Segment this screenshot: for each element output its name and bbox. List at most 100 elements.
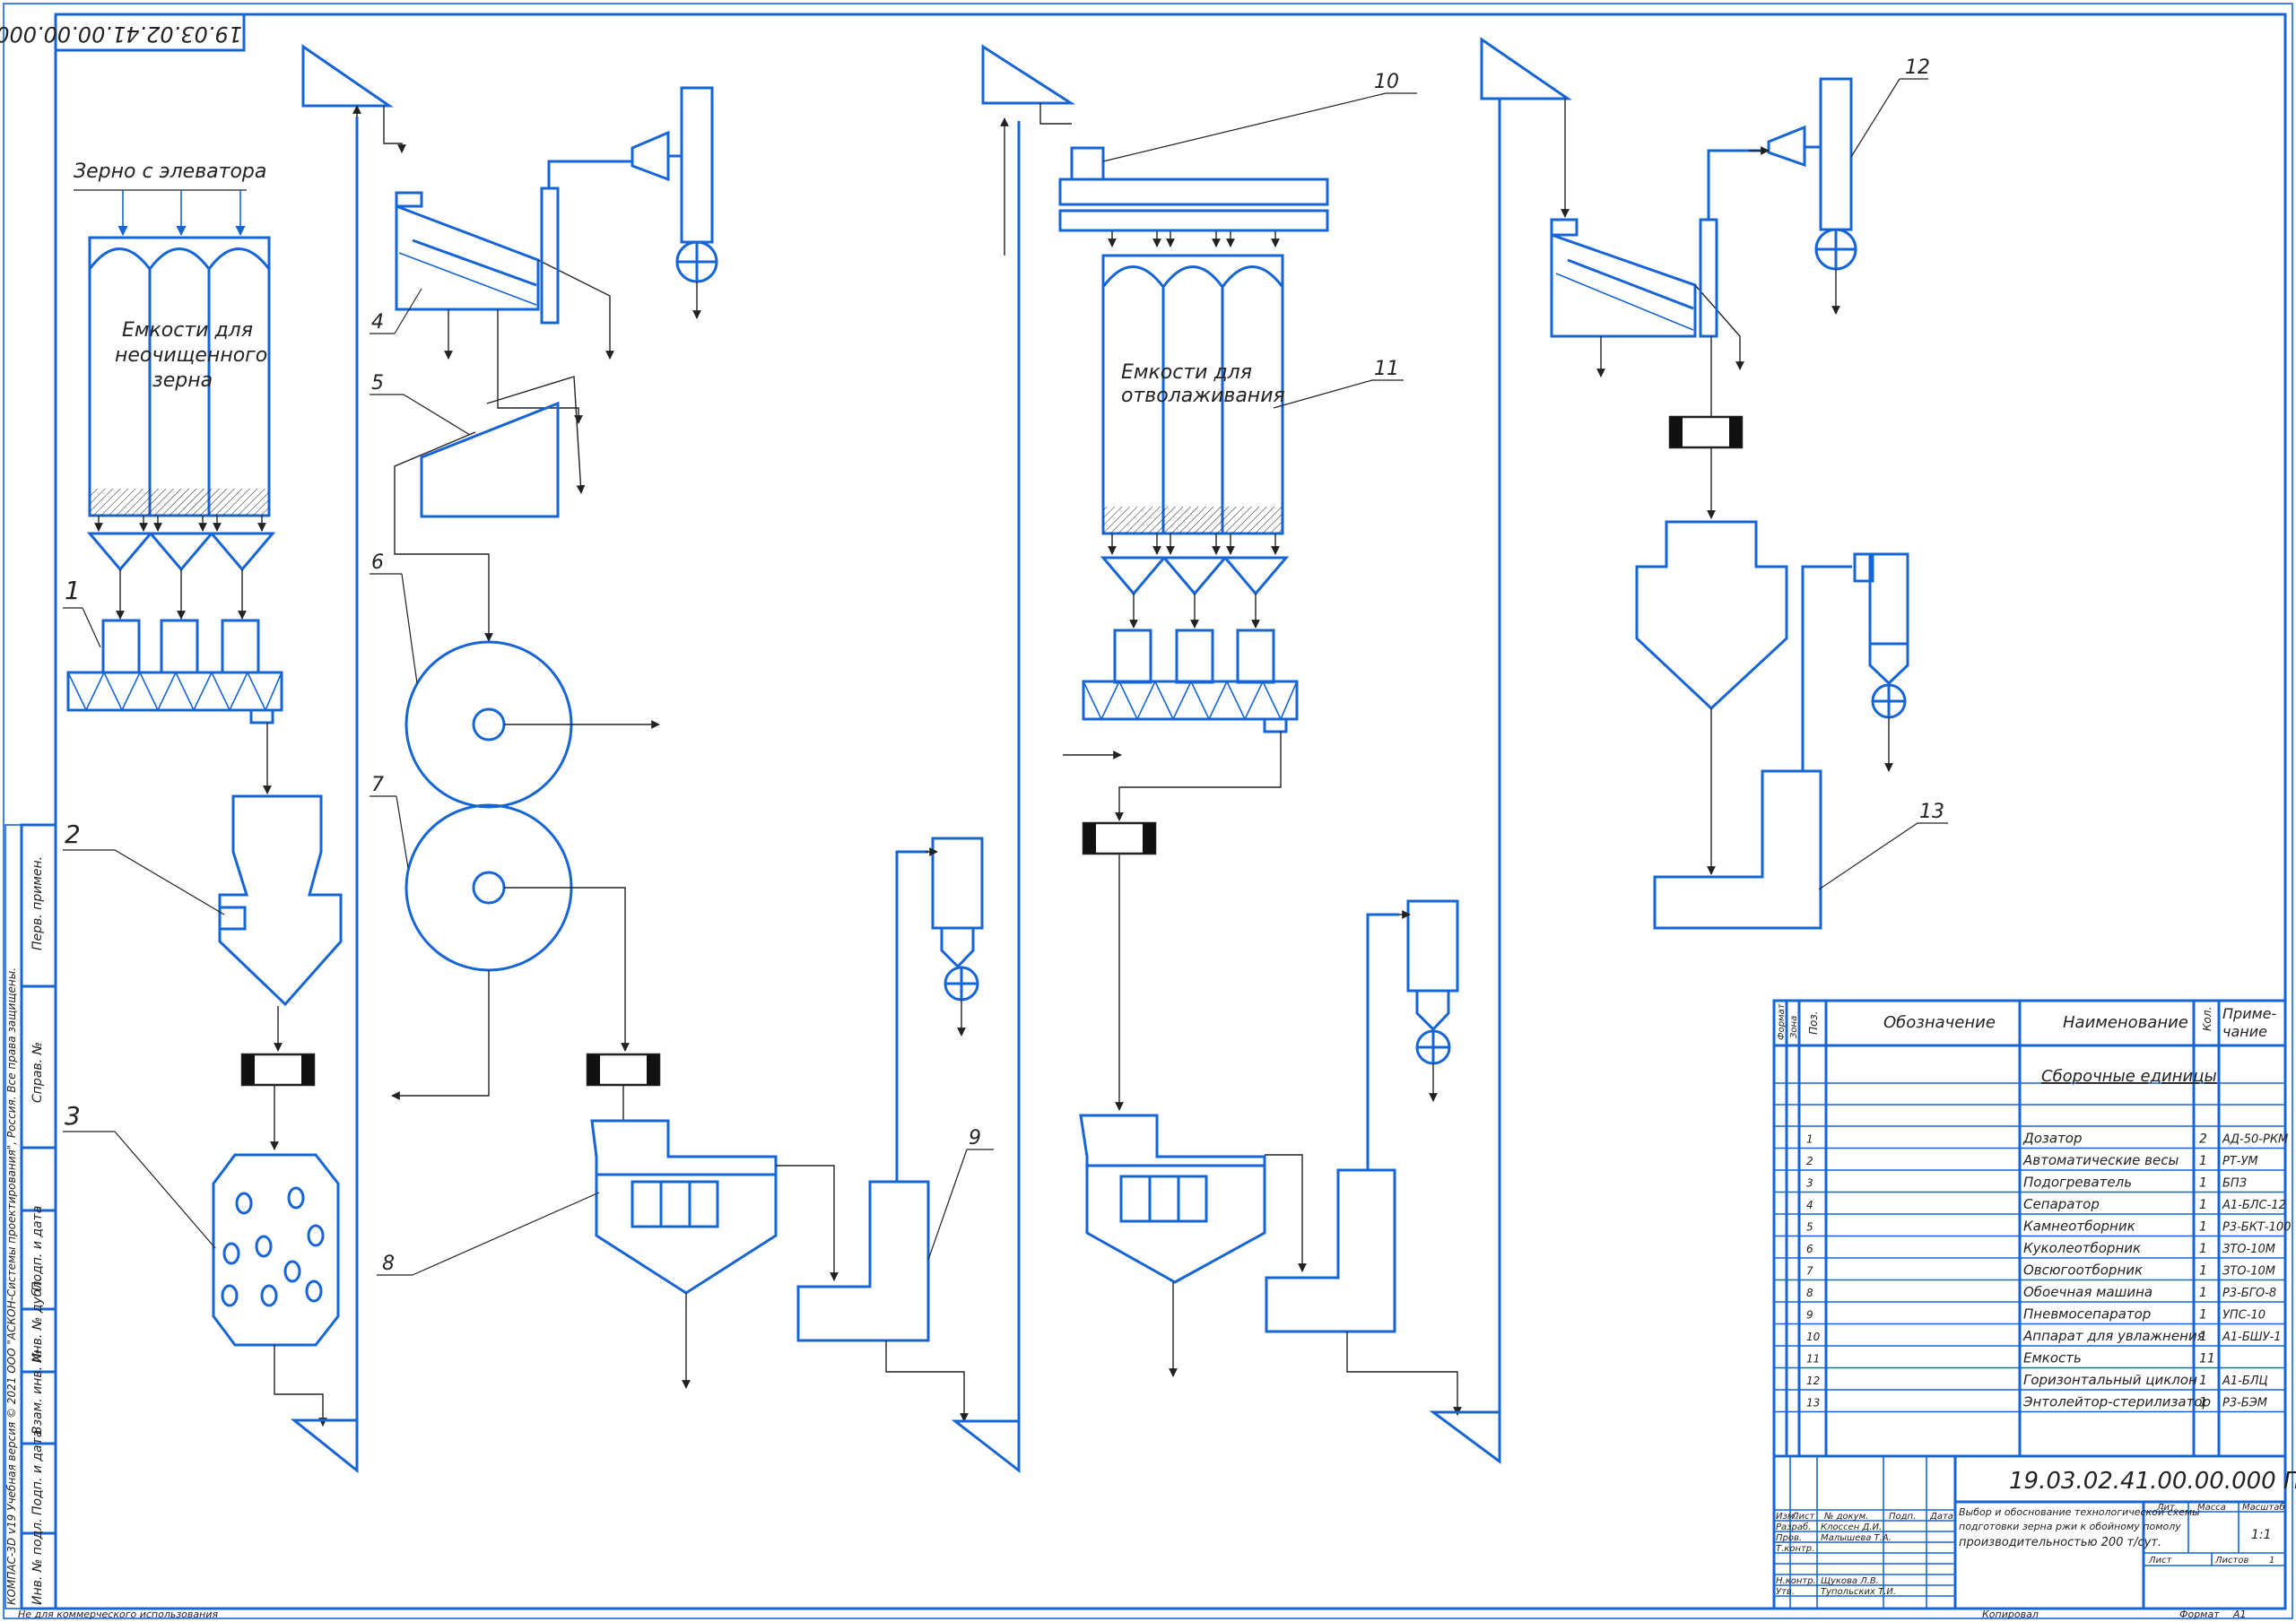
spec-row-name: Куколеотборник bbox=[2023, 1240, 2141, 1256]
callout-11: 11 bbox=[1374, 358, 1399, 380]
tb-role-2: Пров. bbox=[1776, 1533, 1802, 1543]
spec-row-pos: 13 bbox=[1806, 1397, 1820, 1409]
label-from-elevator: Зерно с элеватора bbox=[74, 160, 266, 183]
callout-8: 8 bbox=[382, 1253, 395, 1275]
tb-sheets-value: 1 bbox=[2269, 1556, 2274, 1566]
tb-role-1: Разраб. bbox=[1776, 1522, 1811, 1532]
spec-row-name: Обоечная машина bbox=[2023, 1284, 2152, 1300]
scouring-machine bbox=[590, 1119, 778, 1295]
spec-row-qty: 1 bbox=[2199, 1396, 2207, 1410]
callout-3: 3 bbox=[65, 1101, 81, 1131]
automatic-scales bbox=[218, 794, 343, 1007]
callout-1: 1 bbox=[65, 576, 81, 605]
spec-row-pos: 4 bbox=[1806, 1199, 1813, 1211]
spec-row-name: Емкость bbox=[2023, 1350, 2082, 1366]
spec-row-note: Р3-БГО-8 bbox=[2222, 1287, 2276, 1300]
callout-13: 13 bbox=[1919, 801, 1944, 823]
elevator-2 bbox=[951, 44, 1076, 1474]
spec-row-note: Р3-БКТ-100 bbox=[2222, 1221, 2291, 1235]
spec-row-note: А1-БЛЦ bbox=[2222, 1375, 2268, 1388]
spec-row-name: Автоматические весы bbox=[2022, 1152, 2179, 1168]
copyright-text: КОМПАС-3D v19 Учебная версия © 2021 ООО … bbox=[5, 967, 18, 1605]
spec-section: Сборочные единицы bbox=[2041, 1067, 2217, 1086]
label-raw-tanks-1: Емкости для bbox=[122, 319, 253, 342]
tb-name-2: Малышева Т.А. bbox=[1821, 1533, 1892, 1543]
spec-row-note: А1-БЛС-12 bbox=[2222, 1199, 2286, 1212]
side-stamp-3: Подп. и дата bbox=[30, 1206, 45, 1291]
section-final bbox=[1550, 77, 1909, 930]
tb-scale: Масштаб bbox=[2242, 1502, 2285, 1513]
spec-row-pos: 8 bbox=[1806, 1287, 1813, 1299]
spec-h-qty: Кол. bbox=[2201, 1007, 2213, 1031]
side-stamp-4: Инв. № дубл. bbox=[30, 1277, 45, 1363]
spec-row-pos: 7 bbox=[1806, 1265, 1813, 1278]
tb-name-6: Тупольских Т.И. bbox=[1821, 1587, 1896, 1597]
spec-row-qty: 2 bbox=[2199, 1132, 2207, 1147]
callout-5: 5 bbox=[371, 372, 384, 395]
side-stamp-5: Взам. инв. № bbox=[30, 1349, 45, 1435]
spec-row-qty: 1 bbox=[2199, 1330, 2207, 1344]
heater bbox=[212, 1153, 340, 1347]
stone-separator bbox=[420, 401, 560, 518]
label-raw-tanks-3: зерна bbox=[152, 369, 213, 392]
tb-sheets-label: Листов bbox=[2214, 1556, 2248, 1566]
tb-doc: № докум. bbox=[1823, 1512, 1868, 1522]
doser-conveyor bbox=[66, 671, 283, 712]
tb-mass: Масса bbox=[2197, 1503, 2226, 1513]
spec-row-name: Подогреватель bbox=[2023, 1175, 2132, 1191]
spec-row-note: А1-БШУ-1 bbox=[2222, 1331, 2282, 1344]
tb-role-5: Н.контр. bbox=[1776, 1576, 1816, 1586]
tb-role-3: Т.контр. bbox=[1776, 1544, 1814, 1554]
footer-copied: Копировал bbox=[1982, 1609, 2039, 1620]
elevator-1 bbox=[290, 44, 406, 1474]
tb-title-3: производительностью 200 т/сут. bbox=[1959, 1536, 2161, 1549]
label-raw-tanks-2: неочищенного bbox=[115, 344, 267, 367]
spec-table: Формат Зона Поз. Обозначение Наименовани… bbox=[1772, 999, 2291, 1458]
spec-row-pos: 3 bbox=[1806, 1177, 1813, 1190]
rotary-valve-1 bbox=[240, 1053, 316, 1087]
dampening-apparatus bbox=[1058, 178, 1329, 206]
spec-row-pos: 1 bbox=[1806, 1133, 1813, 1146]
callout-9: 9 bbox=[969, 1127, 981, 1149]
inner-frame bbox=[54, 13, 2287, 1610]
tb-izm: Изм. bbox=[1776, 1512, 1797, 1522]
spec-row-qty: 1 bbox=[2199, 1154, 2207, 1168]
tb-role-6: Утв. bbox=[1776, 1587, 1795, 1597]
spec-row-note: УПС-10 bbox=[2222, 1309, 2266, 1323]
callout-10: 10 bbox=[1374, 71, 1399, 93]
spec-row-name: Горизонтальный циклон bbox=[2023, 1372, 2197, 1388]
spec-row-qty: 1 bbox=[2199, 1286, 2207, 1300]
tb-scale-value: 1:1 bbox=[2251, 1528, 2272, 1542]
spec-row-name: Энтолейтор-стерилизатор bbox=[2022, 1394, 2211, 1410]
callout-7: 7 bbox=[371, 774, 384, 796]
spec-row-name: Аппарат для увлажнения bbox=[2022, 1328, 2205, 1344]
spec-h-note2: чание bbox=[2222, 1023, 2267, 1040]
spec-row-note: ЗТО-10М bbox=[2222, 1243, 2275, 1256]
spec-row-name: Сепаратор bbox=[2023, 1196, 2100, 1212]
side-stamp-6: Подп. и дата bbox=[30, 1430, 45, 1515]
spec-row-note: ЗТО-10М bbox=[2222, 1265, 2275, 1279]
section-cleaning bbox=[391, 86, 984, 1422]
tb-lit: Лит. bbox=[2156, 1503, 2178, 1513]
callout-4: 4 bbox=[371, 311, 384, 334]
tb-sign: Подп. bbox=[1889, 1512, 1916, 1522]
spec-row-qty: 1 bbox=[2199, 1220, 2207, 1235]
spec-h-designation: Обозначение bbox=[1883, 1013, 1996, 1032]
spec-h-note1: Приме- bbox=[2222, 1005, 2277, 1022]
spec-row-name: Пневмосепаратор bbox=[2023, 1306, 2151, 1323]
spec-row-name: Дозатор bbox=[2022, 1131, 2083, 1147]
side-stamp-7: Инв. № подл. bbox=[30, 1518, 45, 1605]
spec-row-qty: 1 bbox=[2199, 1308, 2207, 1323]
spec-h-zone: Зона bbox=[1789, 1016, 1799, 1038]
spec-row-pos: 11 bbox=[1806, 1353, 1820, 1366]
spec-row-note: БПЗ bbox=[2222, 1177, 2247, 1191]
spec-row-pos: 12 bbox=[1806, 1375, 1820, 1387]
doser-conveyor-2 bbox=[1082, 680, 1299, 721]
spec-row-pos: 9 bbox=[1806, 1309, 1813, 1322]
callout-12: 12 bbox=[1905, 56, 1930, 79]
spec-row-note: АД-50-РКМ bbox=[2222, 1133, 2288, 1147]
title-block: Изм. Лист № докум. Подп. Дата Разраб. Пр… bbox=[1772, 1454, 2296, 1610]
spec-row-name: Камнеотборник bbox=[2023, 1219, 2135, 1235]
